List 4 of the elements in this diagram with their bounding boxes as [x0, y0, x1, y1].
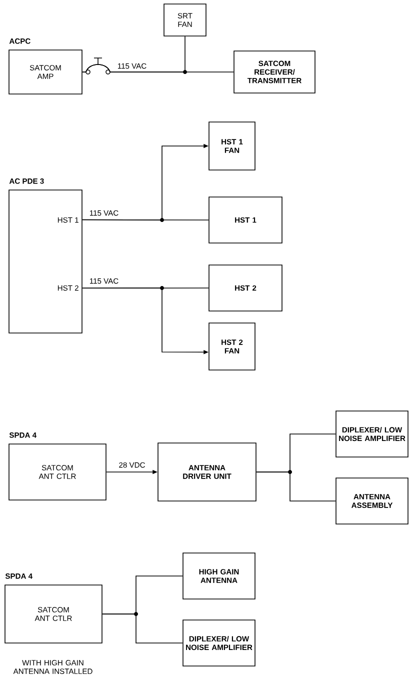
- connector-line: [102, 614, 183, 644]
- connector-line: [256, 472, 336, 502]
- connector-line: [82, 219, 209, 220]
- connector-line: [82, 64, 234, 72]
